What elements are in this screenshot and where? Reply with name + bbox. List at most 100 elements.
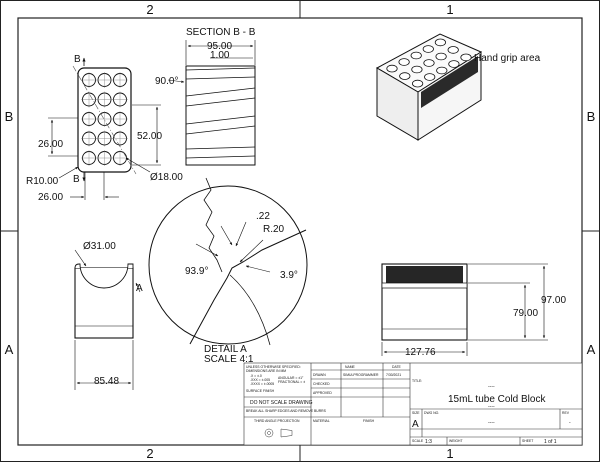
iso-note: Hand grip area xyxy=(474,53,541,64)
tb-note-6: FRACTIONAL = ± xyxy=(278,380,305,384)
dim-row-pitch xyxy=(48,117,78,157)
right-view: 97.00 79.00 127.76 xyxy=(381,263,566,358)
tb-dwg-label: DWG NO. xyxy=(424,411,439,415)
tb-drawn-label: DRAWN xyxy=(313,373,326,377)
tb-scale: 1:3 xyxy=(425,439,432,445)
iso-hole xyxy=(398,58,410,66)
tb-size: A xyxy=(412,419,419,430)
iso-hole xyxy=(447,46,459,54)
dim-row-pitch-label: 26.00 xyxy=(38,139,63,150)
zone-top-2: 2 xyxy=(146,2,153,17)
iso-hole xyxy=(386,64,398,73)
right-dim-body-height: 79.00 xyxy=(513,308,538,319)
right-dim-width: 127.76 xyxy=(405,347,436,358)
hole-leader xyxy=(125,157,151,173)
tb-dwg-no: ---- xyxy=(488,420,495,426)
side-marker-a: A xyxy=(136,283,143,294)
tb-title-dashes: ---- xyxy=(488,384,495,390)
hole-grid xyxy=(81,72,128,166)
iso-grip-band xyxy=(421,56,478,108)
iso-hole xyxy=(436,66,448,75)
tb-size-label: SIZE xyxy=(412,411,420,415)
tb-title: 15mL tube Cold Block xyxy=(448,394,546,405)
tb-title-label: TITLE: xyxy=(412,379,422,383)
side-view: Ø31.00 85.48 A xyxy=(74,241,143,390)
tb-approved-label: APPROVED xyxy=(313,391,332,395)
iso-hole xyxy=(460,53,472,62)
tb-scale-label: SCALE xyxy=(412,439,424,443)
detail-circle xyxy=(148,185,308,345)
right-view-grip xyxy=(386,266,463,283)
zone-left-a: A xyxy=(5,342,14,357)
right-view-dims xyxy=(381,263,548,356)
zone-right-b: B xyxy=(587,109,596,124)
tb-rev-label: REV xyxy=(562,411,570,415)
detail-dim-radius: R.20 xyxy=(263,224,285,235)
detail-dim-angle-right: 3.9° xyxy=(280,270,298,281)
projection-symbol xyxy=(264,428,293,438)
detail-dim-angle-left: 93.9° xyxy=(185,266,208,277)
section-marker-top: B xyxy=(74,54,81,65)
tb-note-7: SURFACE FINISH xyxy=(246,389,275,393)
iso-hole xyxy=(422,45,434,53)
tb-break-edges: BREAK ALL SHARP EDGES AND REMOVE BURRS xyxy=(246,409,327,413)
section-angle: 90.0° xyxy=(155,76,178,87)
section-dims xyxy=(167,40,256,83)
section-view: SECTION B - B 95.00 1.00 90.0° xyxy=(155,27,256,166)
radius-leader xyxy=(58,166,79,179)
right-view-lip xyxy=(381,282,468,289)
tb-material-label: MATERIAL xyxy=(313,419,330,423)
iso-hole-grid xyxy=(386,38,472,88)
side-dim-hole: Ø31.00 xyxy=(83,241,116,252)
front-view: B B 52.00 26.00 26.00 R10.00 Ø18.00 xyxy=(26,54,183,203)
detail-dims xyxy=(195,221,271,273)
tb-rev: - xyxy=(569,420,571,426)
tb-note-2: .X = ±.0 xyxy=(250,374,262,378)
right-dim-total-height: 97.00 xyxy=(541,295,566,306)
tb-do-not-scale: DO NOT SCALE DRAWING xyxy=(250,400,313,406)
detail-arc xyxy=(229,274,271,346)
zone-bottom-1: 1 xyxy=(446,446,453,461)
iso-hole xyxy=(423,59,435,67)
section-marker-bottom: B xyxy=(73,174,80,185)
detail-scale: SCALE 4:1 xyxy=(204,354,254,365)
section-outline xyxy=(185,65,256,166)
side-dim-width: 85.48 xyxy=(94,376,119,387)
iso-hole xyxy=(434,38,446,47)
zone-right-a: A xyxy=(587,342,596,357)
dim-hole: Ø18.00 xyxy=(150,172,183,183)
detail-view: .22 R.20 93.9° 3.9° DETAIL A SCALE 4:1 xyxy=(148,177,308,365)
right-view-body xyxy=(381,263,468,341)
title-block-text: UNLESS OTHERWISE SPECIFIED: DIMENSIONS A… xyxy=(246,365,571,445)
tb-projection: THIRD ANGLE PROJECTION xyxy=(254,419,300,423)
zone-labels: 2 1 2 1 B A B A xyxy=(5,2,596,461)
iso-hole xyxy=(448,60,460,68)
tb-drawn-name: SIMULPROGRAMMER xyxy=(343,373,379,377)
tb-drawn-date: 7/30/2021 xyxy=(386,373,401,377)
side-view-cutout xyxy=(74,263,134,289)
detail-profile xyxy=(189,229,307,345)
tb-header-name: NAME xyxy=(345,365,356,369)
dim-height-label: 52.00 xyxy=(137,131,162,142)
iso-hole xyxy=(410,51,422,60)
tb-note-1: DIMENSIONS ARE IN MM xyxy=(246,369,286,373)
tb-note-4: .XXXX = ±.0005 xyxy=(250,382,274,386)
section-line xyxy=(72,65,137,175)
tb-weight-label: WEIGHT xyxy=(449,439,463,443)
tb-note-0: UNLESS OTHERWISE SPECIFIED: xyxy=(246,365,301,369)
detail-dim-gap: .22 xyxy=(256,211,270,222)
section-hatching xyxy=(185,67,256,159)
tb-header-date: DATE xyxy=(392,365,402,369)
iso-hole xyxy=(424,73,436,81)
dim-col-pitch-label: 26.00 xyxy=(38,192,63,203)
tb-title-dashes-bottom: ---- xyxy=(488,404,495,410)
front-view-outline xyxy=(77,67,132,173)
zone-bottom-2: 2 xyxy=(146,446,153,461)
iso-hole xyxy=(411,79,424,88)
dim-height-52 xyxy=(132,104,161,166)
title-block xyxy=(243,362,583,446)
iso-view xyxy=(375,33,483,141)
iso-hole xyxy=(411,65,423,74)
detail-break-line xyxy=(203,177,223,273)
